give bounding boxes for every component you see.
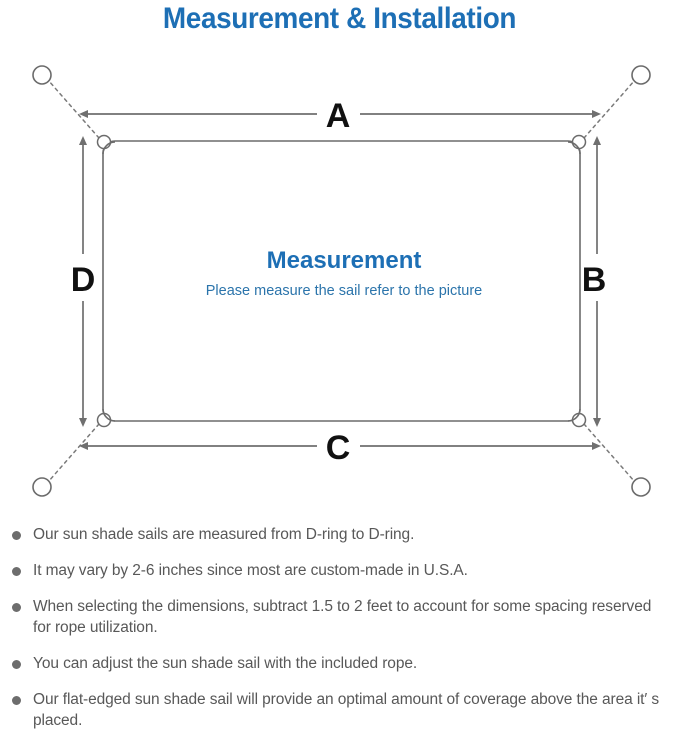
sail-diagram-svg: A C D B Measurement Please measure the s… bbox=[32, 65, 651, 497]
d-ring-top-right bbox=[571, 134, 587, 150]
bullet-icon bbox=[12, 660, 21, 669]
sail-corner-bottom-left bbox=[102, 408, 116, 422]
sail-corner-top-right bbox=[567, 141, 581, 155]
note-text: When selecting the dimensions, subtract … bbox=[33, 598, 652, 636]
list-item: When selecting the dimensions, subtract … bbox=[0, 596, 679, 638]
anchor-point-top-right bbox=[631, 65, 651, 85]
notes-list: Our sun shade sails are measured from D-… bbox=[0, 524, 679, 746]
sail-diagram: A C D B Measurement Please measure the s… bbox=[0, 48, 679, 518]
rope-line-bottom-right bbox=[583, 423, 636, 483]
rope-line-top-left bbox=[47, 79, 100, 139]
bullet-icon bbox=[12, 567, 21, 576]
diagram-center-subheading: Please measure the sail refer to the pic… bbox=[206, 283, 482, 299]
sail-corner-bottom-right bbox=[567, 408, 581, 422]
dimension-label-a: A bbox=[326, 97, 351, 135]
list-item: Our flat-edged sun shade sail will provi… bbox=[0, 689, 679, 731]
dimension-label-c: C bbox=[326, 429, 351, 467]
note-text: You can adjust the sun shade sail with t… bbox=[33, 655, 418, 672]
list-item: Our sun shade sails are measured from D-… bbox=[0, 524, 679, 545]
note-text: It may vary by 2-6 inches since most are… bbox=[33, 562, 468, 579]
rope-line-top-right bbox=[583, 79, 636, 139]
dimension-label-b: B bbox=[582, 261, 607, 299]
page-title: Measurement & Installation bbox=[162, 2, 517, 35]
dimension-label-d: D bbox=[71, 261, 96, 299]
sail-body-outline bbox=[102, 140, 581, 422]
diagram-center-heading: Measurement bbox=[267, 247, 422, 274]
note-text: Our sun shade sails are measured from D-… bbox=[33, 526, 415, 543]
d-ring-top-left bbox=[96, 134, 112, 150]
anchor-point-bottom-left bbox=[32, 477, 52, 497]
bullet-icon bbox=[12, 531, 21, 540]
anchor-point-bottom-right bbox=[631, 477, 651, 497]
list-item: You can adjust the sun shade sail with t… bbox=[0, 653, 679, 674]
list-item: It may vary by 2-6 inches since most are… bbox=[0, 560, 679, 581]
bullet-icon bbox=[12, 603, 21, 612]
sail-corner-top-left bbox=[102, 141, 116, 155]
anchor-point-top-left bbox=[32, 65, 52, 85]
bullet-icon bbox=[12, 696, 21, 705]
note-text: Our flat-edged sun shade sail will provi… bbox=[33, 691, 660, 729]
rope-line-bottom-left bbox=[47, 423, 100, 483]
